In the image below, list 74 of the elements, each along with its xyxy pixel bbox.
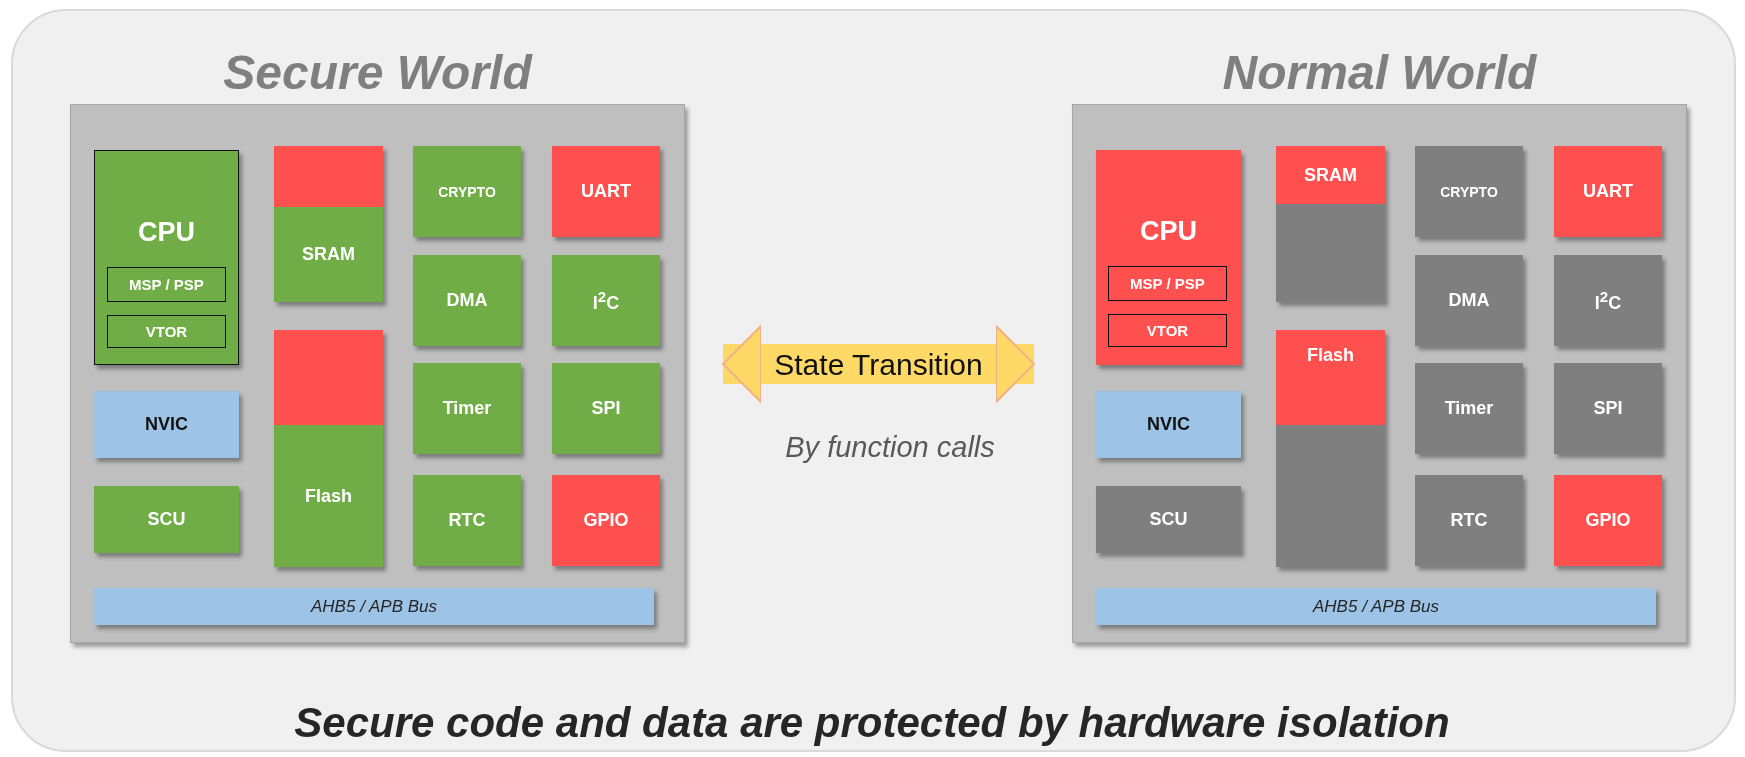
register-box xyxy=(107,315,226,348)
block-label: AHB5 / APB Bus xyxy=(1313,596,1439,617)
block-label: RTC xyxy=(1450,510,1488,531)
peripheral-block xyxy=(413,255,521,346)
register-box xyxy=(1108,314,1227,347)
controller-block xyxy=(1096,391,1241,458)
processor-block xyxy=(1096,150,1241,365)
block-label: I$^{2}$C xyxy=(592,287,620,314)
block-label: UART xyxy=(581,181,631,202)
bus-bar xyxy=(1096,588,1656,625)
peripheral-block xyxy=(413,146,521,237)
block-label: SRAM xyxy=(1304,164,1357,186)
memory-region xyxy=(274,146,383,207)
peripheral-block xyxy=(1554,475,1662,566)
block-label: SCU xyxy=(1149,509,1188,530)
block-label: Flash xyxy=(305,485,352,507)
memory-block xyxy=(274,330,383,567)
peripheral-block xyxy=(413,363,521,454)
block-label: MSP / PSP xyxy=(129,276,204,293)
panel-title: Secure World xyxy=(223,48,532,97)
block-label: VTOR xyxy=(1146,322,1189,339)
register-box xyxy=(107,267,226,302)
block-label: MSP / PSP xyxy=(1130,275,1205,292)
block-label: DMA xyxy=(1448,290,1490,311)
peripheral-block xyxy=(1554,363,1662,454)
peripheral-block xyxy=(1415,255,1523,346)
block-label: CRYPTO xyxy=(1440,183,1498,200)
memory-region xyxy=(274,330,383,425)
memory-block xyxy=(1276,146,1385,204)
caption: Secure code and data are protected by hardware isolation xyxy=(294,699,1450,747)
edge-label: State Transition xyxy=(774,347,983,381)
peripheral-block xyxy=(1415,146,1523,237)
controller-block xyxy=(1096,486,1241,553)
block-label: NVIC xyxy=(1147,414,1190,435)
block-label: AHB5 / APB Bus xyxy=(311,596,437,617)
register-box xyxy=(1108,266,1227,301)
memory-block xyxy=(274,146,383,302)
block-label: GPIO xyxy=(583,510,629,531)
peripheral-block xyxy=(1554,255,1662,346)
panel-title: Normal World xyxy=(1222,48,1537,97)
peripheral-block xyxy=(552,146,660,237)
peripheral-block xyxy=(1415,475,1523,566)
peripheral-block xyxy=(413,475,521,566)
block-label: Timer xyxy=(1444,398,1494,419)
peripheral-block xyxy=(552,475,660,566)
controller-block xyxy=(94,486,239,553)
block-label: RTC xyxy=(448,510,486,531)
bus-bar xyxy=(94,588,654,625)
memory-region xyxy=(1276,330,1385,567)
block-label: UART xyxy=(1583,181,1633,202)
block-label: SCU xyxy=(147,509,186,530)
block-label: SRAM xyxy=(302,244,355,265)
double-arrow xyxy=(722,325,1035,403)
block-label: CRYPTO xyxy=(438,183,496,200)
memory-block xyxy=(1276,330,1385,425)
block-label: Flash xyxy=(1307,344,1354,366)
block-label: NVIC xyxy=(145,414,188,435)
block-label: VTOR xyxy=(145,323,188,340)
block-label: SPI xyxy=(591,398,621,419)
controller-block xyxy=(94,391,239,458)
note-text: By function calls xyxy=(785,430,995,464)
block-label: SPI xyxy=(1593,398,1623,419)
peripheral-block xyxy=(1554,146,1662,237)
block-label: CPU xyxy=(1140,215,1197,247)
processor-block xyxy=(94,150,239,365)
block-label: GPIO xyxy=(1585,510,1631,531)
peripheral-block xyxy=(552,363,660,454)
block-label: CPU xyxy=(138,216,195,248)
block-label: Timer xyxy=(442,398,492,419)
block-label: DMA xyxy=(446,290,488,311)
peripheral-block xyxy=(1415,363,1523,454)
memory-region xyxy=(1276,146,1385,302)
block-label: I$^{2}$C xyxy=(1594,287,1622,314)
peripheral-block xyxy=(552,255,660,346)
